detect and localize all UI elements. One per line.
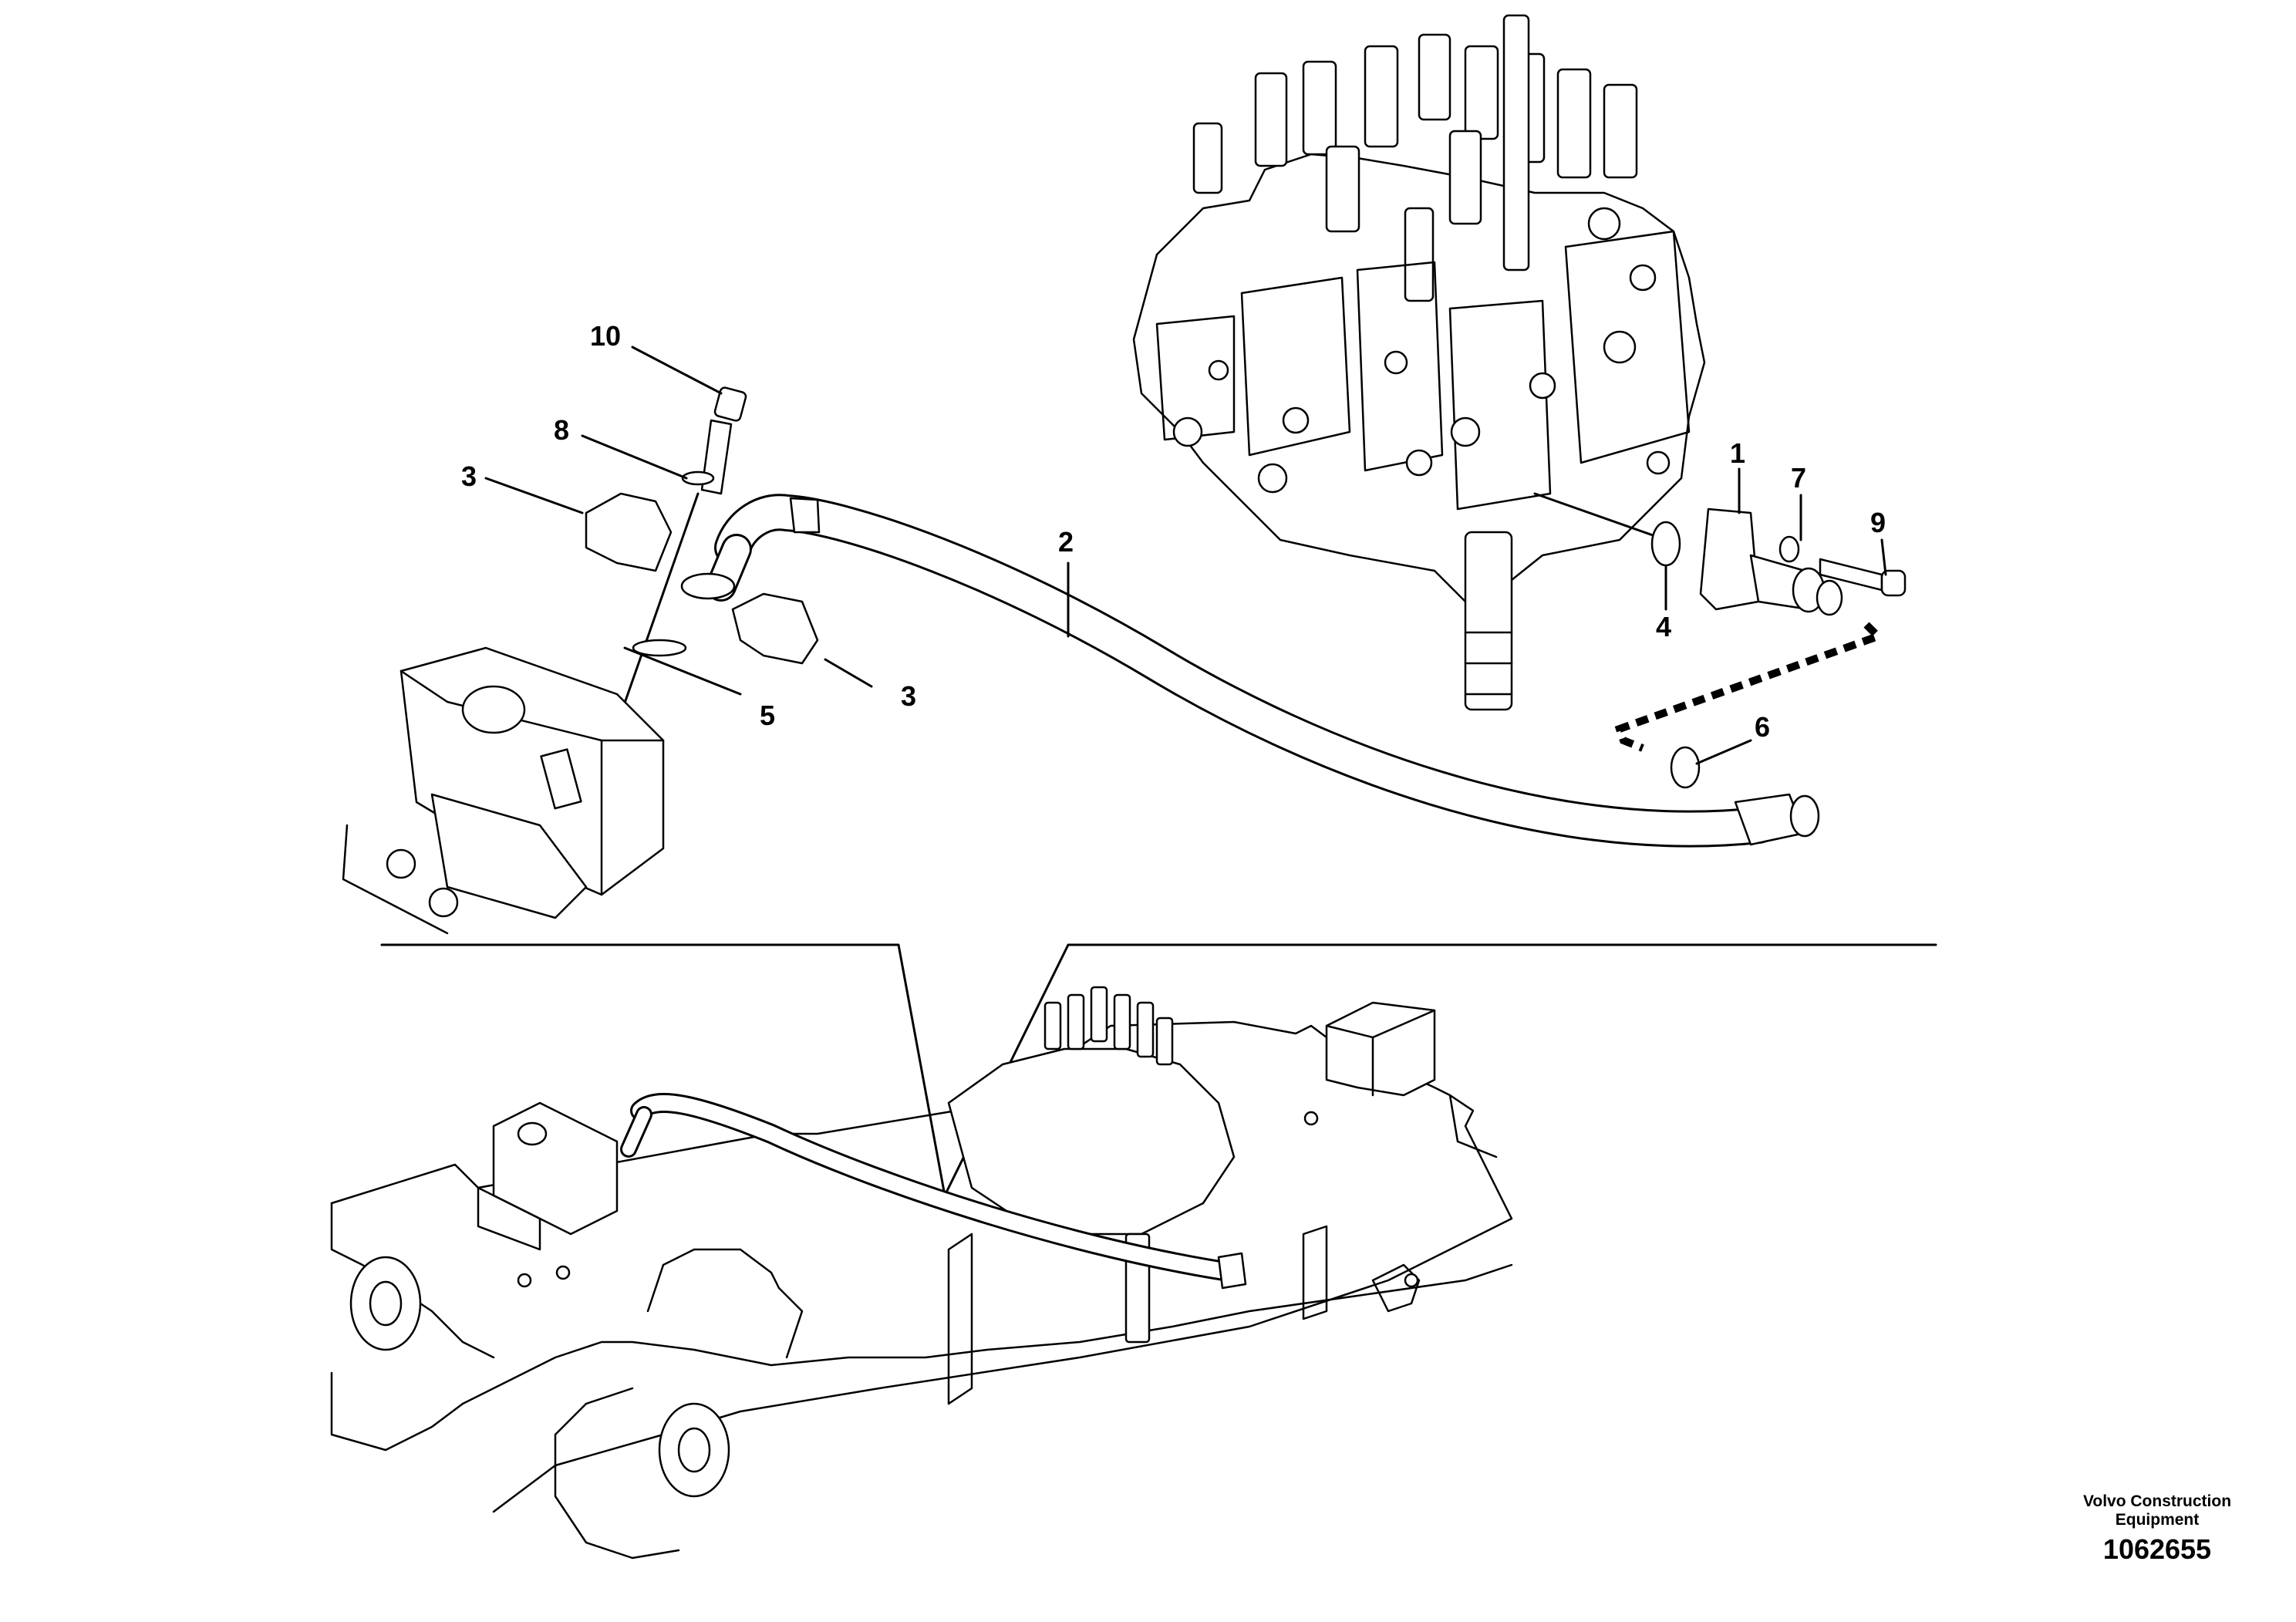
callout-7: 7: [1791, 462, 1806, 494]
clamp-half-3-left: [585, 492, 673, 572]
control-valve-block: [1132, 14, 1706, 711]
dashed-connection-line: [1614, 622, 1886, 752]
idler-wheel-lower: [658, 1402, 730, 1498]
washer-8: [681, 470, 715, 486]
o-ring-4: [1650, 521, 1681, 567]
counterweight-tower: [1325, 1001, 1436, 1097]
callout-3-right: 3: [901, 680, 916, 712]
brand-line-1: Volvo Construction: [2082, 1492, 2232, 1510]
callout-4: 4: [1656, 611, 1671, 642]
hose-2: [680, 494, 1820, 848]
brand-line-2: Equipment: [2115, 1511, 2200, 1529]
o-ring-6: [1670, 746, 1701, 789]
callout-leaders: [484, 346, 1887, 765]
callout-1: 1: [1730, 437, 1745, 469]
bolt-9: [1819, 558, 1907, 597]
callout-2: 2: [1058, 526, 1074, 558]
installed-solenoid-valve: [492, 1101, 619, 1236]
o-ring-5: [632, 639, 687, 657]
callout-6: 6: [1755, 711, 1770, 743]
callout-10: 10: [590, 320, 621, 352]
installed-valve-spools: [1043, 986, 1174, 1066]
valve-spool-caps: [1192, 14, 1638, 302]
flange-axis-line: [1533, 492, 1667, 541]
flange-1: [1699, 508, 1843, 616]
solenoid-valve-block: [342, 646, 665, 935]
clamp-half-3-right: [731, 592, 819, 665]
callout-labels: 10 8 3 3 2 5 1 7 9 4 6: [461, 320, 1886, 743]
callout-8: 8: [554, 414, 569, 446]
callout-9: 9: [1870, 507, 1886, 538]
washer-7: [1778, 535, 1800, 563]
drawing-number: 1062655: [2102, 1533, 2212, 1565]
valve-ports: [1172, 207, 1671, 494]
idler-wheel-upper: [349, 1256, 422, 1351]
installation-view: [330, 986, 1513, 1560]
brand-block: Volvo Construction Equipment 1062655: [2057, 1492, 2257, 1566]
callout-3-left: 3: [461, 460, 477, 492]
screw-axis-line: [615, 492, 700, 727]
callout-5: 5: [760, 700, 775, 731]
